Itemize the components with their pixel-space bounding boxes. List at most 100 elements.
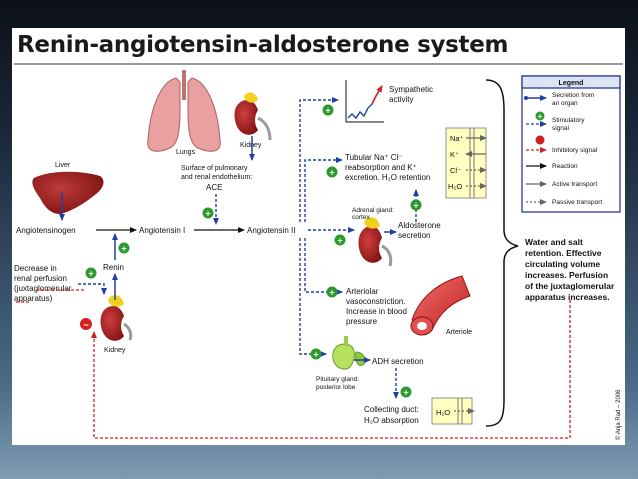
liver-icon — [32, 171, 104, 214]
page-title: Renin-angiotensin-aldosterone system — [17, 32, 509, 58]
water-label-4: increases. Perfusion — [525, 270, 608, 280]
adrenal-kidney-icon — [358, 217, 393, 267]
adh-label: ADH secretion — [372, 357, 424, 366]
decrease-stim-arrow — [78, 283, 107, 295]
legend-item-5-line1: Active transport — [552, 181, 597, 188]
water-label-6: apparatus increases. — [525, 292, 610, 302]
svg-text:+: + — [538, 112, 543, 121]
stim-plus-icon-adrenal: + — [334, 234, 346, 246]
pituitary-label-1: Pituitary gland: — [316, 376, 359, 383]
legend-title: Legend — [559, 80, 584, 87]
effect-bracket — [485, 79, 519, 427]
adrenal-label-2: cortex — [352, 214, 370, 221]
surface-label-2: and renal endothelium: — [181, 174, 252, 181]
stim-plus-icon-renin: + — [118, 242, 130, 254]
legend-box: Legend Secretion from an organ + Stimula… — [521, 75, 621, 213]
angiotensin-ii-label: Angiotensin II — [247, 226, 295, 235]
decrease-label-3: (juxtaglomerular — [14, 284, 72, 293]
svg-text:+: + — [337, 236, 342, 246]
sympathetic-branch-arrow — [299, 97, 339, 222]
collecting-label-1: Collecting duct: — [364, 405, 419, 414]
stim-plus-icon-aldosterone: + — [410, 199, 422, 211]
legend-item-3-line1: Inhibitory signal — [552, 147, 598, 154]
svg-text:+: + — [325, 106, 330, 116]
feedback-loop-arrow — [91, 300, 571, 439]
legend-item-4-line1: Reaction — [552, 163, 578, 170]
svg-text:+: + — [205, 209, 210, 219]
aldosterone-label-1: Aldosterone — [398, 221, 441, 230]
ion-h2o-label: H₂O — [448, 182, 462, 191]
legend-item-2-line2: signal — [552, 125, 570, 132]
stim-plus-icon-decrease: + — [85, 267, 97, 279]
lungs-icon — [147, 70, 221, 152]
svg-text:+: + — [329, 168, 334, 178]
decrease-label-2: renal perfusion — [14, 274, 67, 283]
arteriolar-label-4: pressure — [346, 317, 378, 326]
arteriolar-branch-arrow — [304, 238, 343, 295]
ion-transport-box: Na⁺ K⁺ Cl⁻ H₂O — [445, 127, 487, 199]
svg-text:–: – — [83, 320, 89, 331]
arteriolar-label-1: Arteriolar — [346, 287, 379, 296]
stim-plus-icon-pituitary: + — [310, 348, 322, 360]
copyright-label: © Anja Rad – 2006 — [615, 389, 622, 440]
arteriole-label: Arteriole — [446, 329, 472, 336]
tubular-label-1: Tubular Na⁺ Cl⁻ — [345, 153, 403, 162]
water-label-5: of the juxtaglomerular — [525, 281, 615, 291]
inhibit-minus-icon: – — [80, 318, 92, 331]
sympathetic-chart-icon — [345, 80, 384, 123]
stim-plus-icon-collecting: + — [400, 386, 412, 398]
water-label-3: circulating volume — [525, 259, 600, 269]
legend-item-6-line1: Passive transport — [552, 199, 602, 206]
collecting-h2o-label: H₂O — [436, 408, 450, 417]
sympathetic-label-1: Sympathetic — [389, 85, 433, 94]
collecting-duct-box: H₂O — [431, 397, 475, 425]
tubular-label-2: reabsorption and K⁺ — [345, 163, 417, 172]
renin-label: Renin — [103, 263, 124, 272]
kidney-top-icon — [234, 92, 272, 141]
kidney-bottom-label: Kidney — [104, 347, 126, 354]
legend-plus-icon — [535, 111, 545, 121]
svg-text:+: + — [403, 388, 408, 398]
stim-plus-icon-arteriolar: + — [326, 286, 338, 298]
ion-cl-label: Cl⁻ — [450, 166, 461, 175]
lungs-label: Lungs — [176, 149, 196, 156]
decrease-label-1: Decrease in — [14, 264, 57, 273]
legend-minus-icon — [535, 135, 545, 145]
surface-label-1: Surface of pulmonary — [181, 165, 248, 172]
tubular-label-3: excretion. H₂O retention — [345, 173, 430, 182]
arteriole-icon — [410, 275, 471, 336]
kidney-bottom-icon — [100, 295, 133, 341]
ace-label: ACE — [206, 183, 222, 192]
arteriolar-label-3: Increase in blood — [346, 307, 407, 316]
kidney-top-label: Kidney — [240, 142, 262, 149]
decrease-label-4: apparatus) — [14, 294, 53, 303]
title-divider — [14, 63, 623, 65]
aldosterone-label-2: secretion — [398, 231, 430, 240]
legend-item-1-line1: Secretion from — [552, 92, 594, 99]
svg-text:+: + — [88, 269, 93, 279]
tubular-branch-arrow — [304, 157, 343, 222]
stim-plus-icon-tubular: + — [326, 166, 338, 178]
collecting-label-2: H₂O absorption — [364, 416, 419, 425]
stim-plus-icon-ace: + — [202, 207, 214, 219]
pituitary-label-2: posterior lobe — [316, 384, 356, 391]
svg-text:+: + — [413, 201, 418, 211]
ion-k-label: K⁺ — [450, 150, 459, 159]
stim-plus-icon-sympathetic: + — [322, 104, 334, 116]
liver-label: Liver — [55, 162, 71, 169]
legend-item-1-line2: an organ — [552, 100, 578, 107]
svg-text:+: + — [329, 288, 334, 298]
svg-text:+: + — [313, 350, 318, 360]
angiotensinogen-label: Angiotensinogen — [16, 226, 76, 235]
angiotensin-i-label: Angiotensin I — [139, 226, 185, 235]
inhibit-line — [16, 289, 86, 303]
ion-na-label: Na⁺ — [450, 134, 464, 143]
legend-item-2-line1: Stimulatory — [552, 117, 585, 124]
arteriolar-label-2: vasoconstriction. — [346, 297, 406, 306]
sympathetic-label-2: activity — [389, 95, 413, 104]
water-label-1: Water and salt — [525, 237, 583, 247]
svg-text:+: + — [121, 244, 126, 254]
pituitary-branch-arrow — [299, 238, 327, 357]
water-label-2: retention. Effective — [525, 248, 602, 258]
